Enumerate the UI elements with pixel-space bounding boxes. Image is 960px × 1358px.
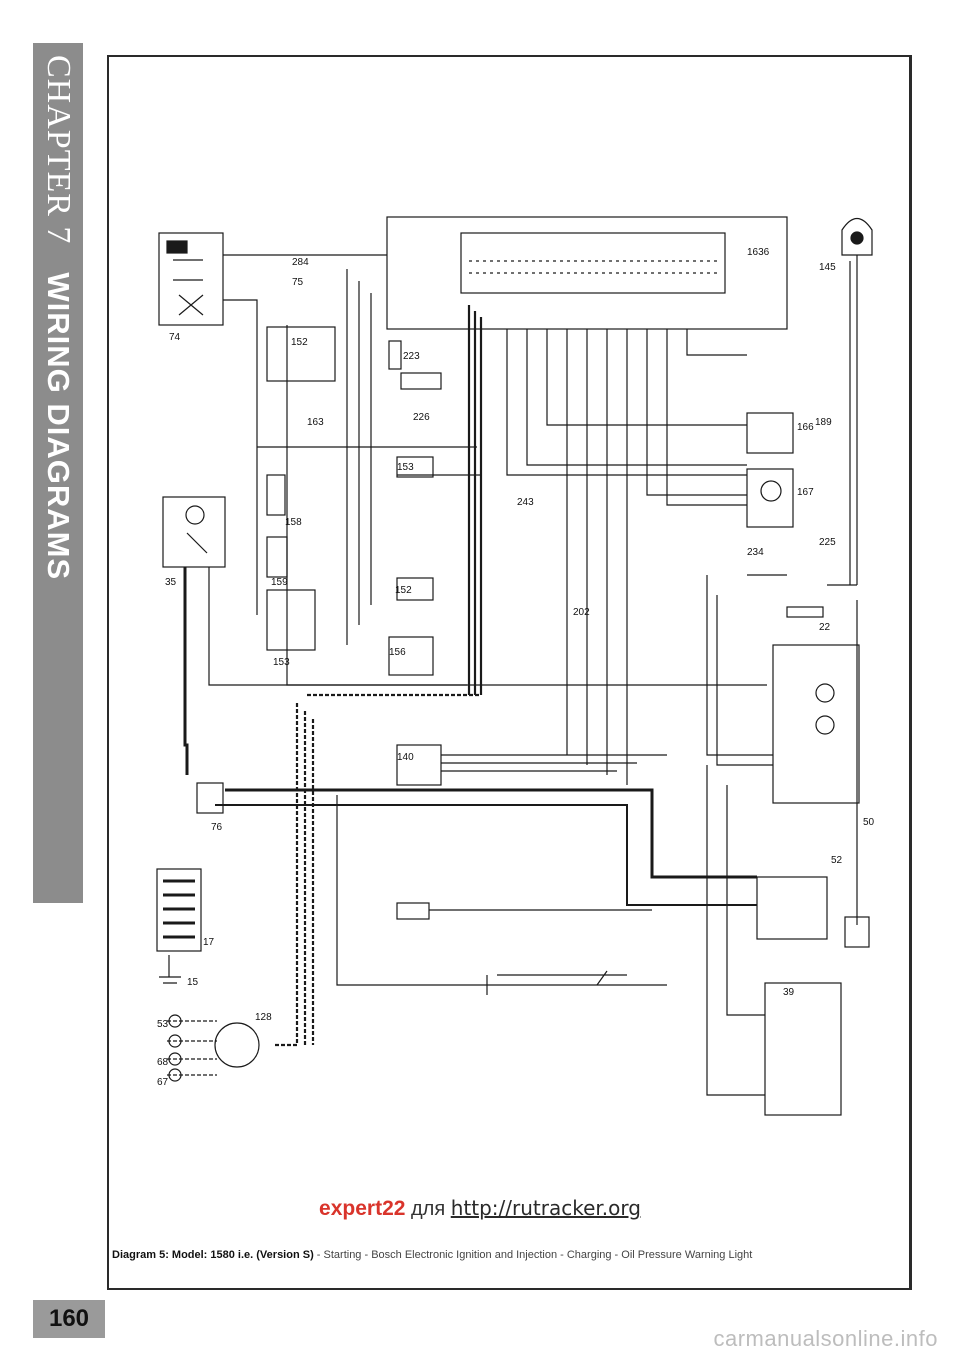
label-158: 158 xyxy=(285,517,302,528)
component-17-battery xyxy=(156,782,224,984)
label-166: 166 xyxy=(797,422,814,433)
label-243: 243 xyxy=(517,497,534,508)
label-202: 202 xyxy=(573,607,590,618)
footer-site: carmanualsonline.info xyxy=(713,1326,938,1351)
label-76: 76 xyxy=(211,822,223,833)
label-50: 50 xyxy=(863,817,875,828)
watermark: expert22 для http://rutracker.org xyxy=(0,1196,960,1221)
label-223: 223 xyxy=(403,351,420,362)
label-234: 234 xyxy=(747,547,764,558)
chapter-label: CHAPTER 7 xyxy=(40,55,77,245)
diagram-caption: Diagram 5: Model: 1580 i.e. (Version S) … xyxy=(112,1248,892,1262)
label-35: 35 xyxy=(165,577,177,588)
label-52: 52 xyxy=(831,855,843,866)
label-75: 75 xyxy=(292,277,304,288)
label-152: 152 xyxy=(291,337,308,348)
label-163: 163 xyxy=(307,417,324,428)
component-35 xyxy=(162,496,226,568)
section-label: WIRING DIAGRAMS xyxy=(41,272,76,581)
label-167: 167 xyxy=(797,487,814,498)
component-74 xyxy=(158,232,224,326)
label-53: 53 xyxy=(157,1019,169,1030)
label-189: 189 xyxy=(815,417,832,428)
wiring-diagram: 74 75 284 152 153 163 223 226 1636 145 1… xyxy=(156,216,875,1116)
component-numbers: 74 75 284 152 153 163 223 226 1636 145 1… xyxy=(157,247,875,1088)
component-145 xyxy=(841,217,873,585)
label-1636: 1636 xyxy=(747,247,770,258)
label-39: 39 xyxy=(783,987,795,998)
label-153b: 153 xyxy=(273,657,290,668)
relay-group xyxy=(266,326,442,920)
watermark-middle: для xyxy=(411,1198,446,1220)
watermark-link[interactable]: http://rutracker.org xyxy=(450,1196,641,1220)
label-17: 17 xyxy=(203,937,215,948)
label-152b: 152 xyxy=(395,585,412,596)
diagram-frame xyxy=(107,55,912,1290)
component-1636 xyxy=(386,216,788,330)
wiring xyxy=(183,254,858,1096)
page-number: 160 xyxy=(33,1300,105,1338)
label-226: 226 xyxy=(413,412,430,423)
label-225: 225 xyxy=(819,537,836,548)
label-145: 145 xyxy=(819,262,836,273)
label-284: 284 xyxy=(292,257,309,268)
label-68: 68 xyxy=(157,1057,169,1068)
right-components xyxy=(746,412,870,1116)
label-74: 74 xyxy=(169,332,181,343)
label-159: 159 xyxy=(271,577,288,588)
label-153: 153 xyxy=(397,462,414,473)
label-128: 128 xyxy=(255,1012,272,1023)
chapter-side-tab: CHAPTER 7 WIRING DIAGRAMS xyxy=(33,43,83,903)
label-67: 67 xyxy=(157,1077,169,1088)
label-140: 140 xyxy=(397,752,414,763)
component-128-distributor xyxy=(167,1014,260,1082)
label-22: 22 xyxy=(819,622,831,633)
label-15: 15 xyxy=(187,977,199,988)
caption-body: - Starting - Bosch Electronic Ignition a… xyxy=(316,1249,753,1261)
watermark-name: expert22 xyxy=(319,1197,406,1220)
label-156: 156 xyxy=(389,647,406,658)
caption-title: Diagram 5: Model: 1580 i.e. (Version S) xyxy=(112,1249,314,1261)
